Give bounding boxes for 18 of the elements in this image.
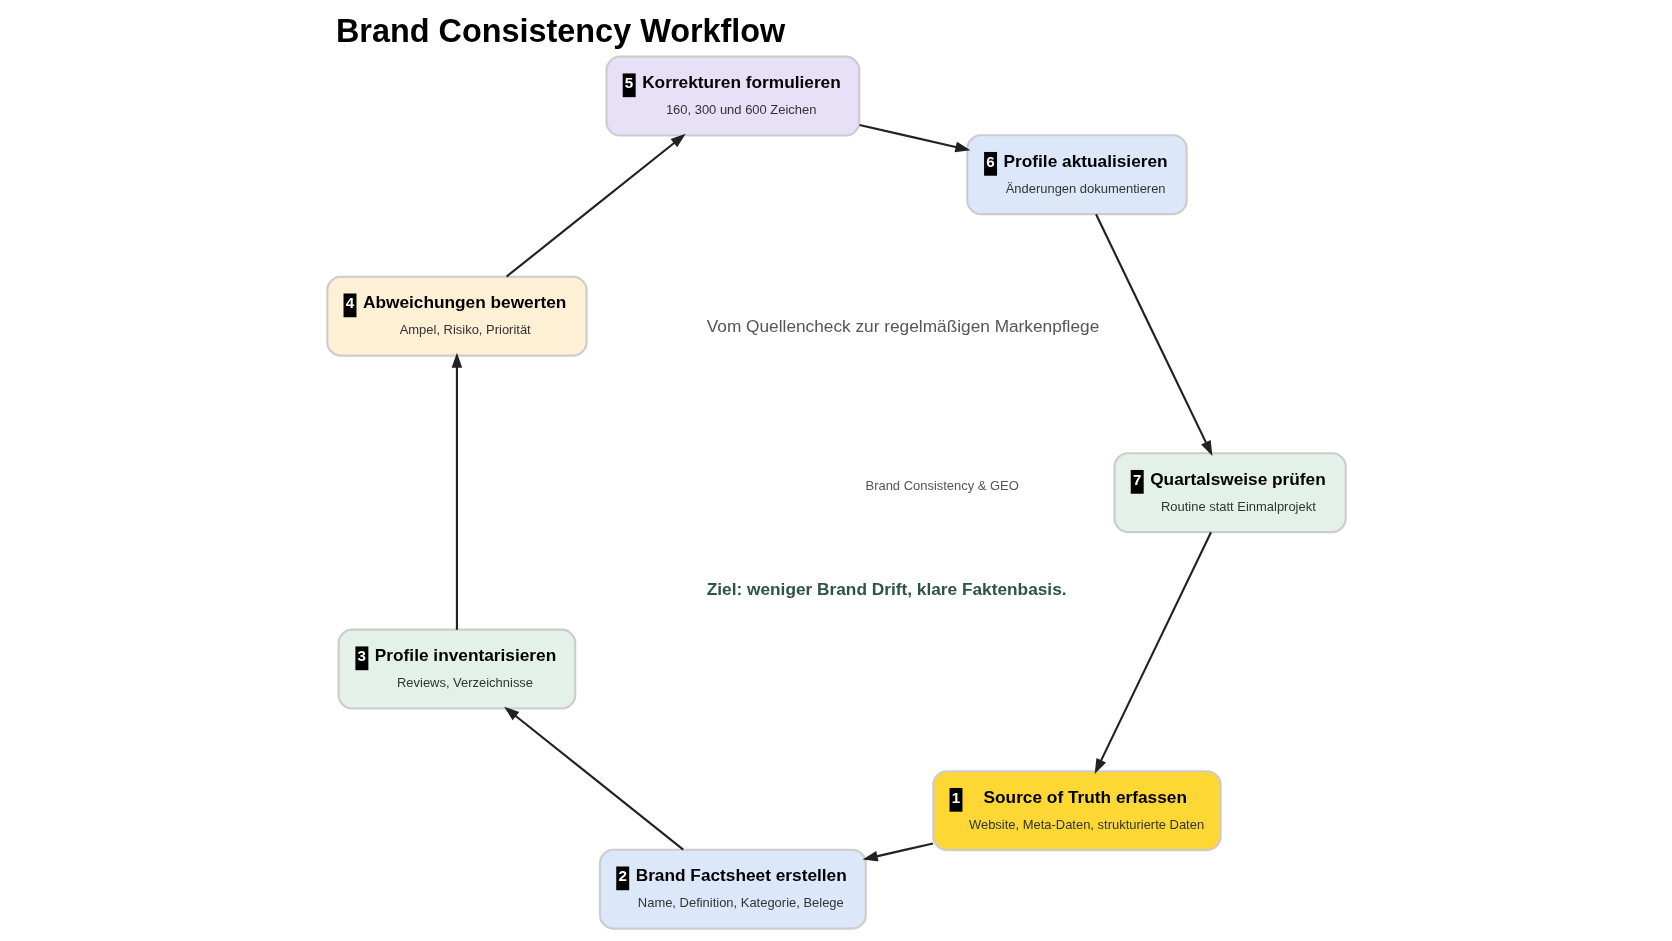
node-box: 3 Profile inventarisieren Reviews, Verzeichnisse xyxy=(337,628,576,710)
label: Brand Consistency & GEO xyxy=(865,477,1019,493)
arrow xyxy=(503,706,684,851)
node-box: 6 Profile aktualisieren Änderungen dokumentieren xyxy=(965,134,1188,216)
node-box: 1 Source of Truth erfassen Website, Meta-Daten, strukturierte Daten xyxy=(931,770,1222,852)
node-box: 5 Korrekturen formulieren 160, 300 und 600 Zeichen xyxy=(604,55,860,137)
label: Ziel: weniger Brand Drift, klare Faktenbasis. xyxy=(706,579,1067,600)
label: Vom Quellencheck zur regelmäßigen Markenpflege xyxy=(706,315,1099,336)
node-box: 4 Abweichungen bewerten Ampel, Risiko, Priorität xyxy=(325,275,588,357)
arrow xyxy=(505,133,686,278)
arrow xyxy=(451,352,462,630)
arrow xyxy=(1094,531,1212,774)
arrow xyxy=(858,123,970,153)
arrow xyxy=(862,842,933,862)
node-box: 7 Quartalsweise prüfen Routine statt Einmalprojekt xyxy=(1112,452,1347,534)
arrow xyxy=(1094,213,1212,456)
node-box: 2 Brand Factsheet erstellen Name, Definition, Kategorie, Belege xyxy=(598,848,867,930)
diagram-title: Brand Consistency Workflow xyxy=(335,12,785,49)
